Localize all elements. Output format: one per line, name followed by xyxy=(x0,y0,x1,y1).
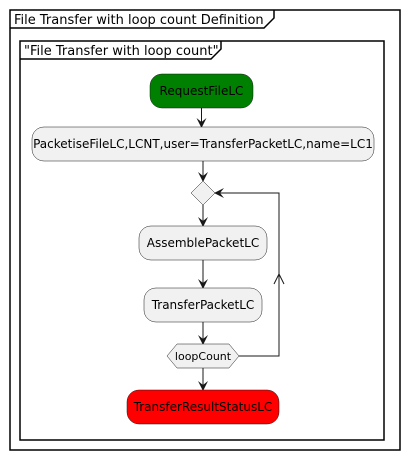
inner-frame: "File Transfer with loop count" xyxy=(19,40,385,441)
node-assemble-packet-label: AssemblePacketLC xyxy=(147,236,259,250)
node-request-file-label: RequestFileLC xyxy=(160,84,244,98)
loop-back-direction-arrow xyxy=(273,272,285,285)
node-packetise: PacketiseFileLC,LCNT,user=TransferPacket… xyxy=(31,126,375,162)
edge-loop-back xyxy=(214,188,280,357)
node-transfer-packet: TransferPacketLC xyxy=(143,287,263,323)
node-packetise-label: PacketiseFileLC,LCNT,user=TransferPacket… xyxy=(33,137,373,151)
loop-count-condition: loopCount xyxy=(166,343,240,369)
loop-count-label: loopCount xyxy=(175,350,232,363)
outer-frame: File Transfer with loop count Definition xyxy=(9,9,401,451)
node-assemble-packet: AssemblePacketLC xyxy=(138,225,268,261)
outer-frame-title: File Transfer with loop count Definition xyxy=(14,13,264,28)
node-transfer-result-status: TransferResultStatusLC xyxy=(126,389,280,425)
node-transfer-result-status-label: TransferResultStatusLC xyxy=(133,400,273,414)
inner-frame-title: "File Transfer with loop count" xyxy=(24,44,219,59)
loop-merge-diamond xyxy=(190,180,216,206)
node-transfer-packet-label: TransferPacketLC xyxy=(151,298,255,312)
node-request-file: RequestFileLC xyxy=(149,73,254,109)
